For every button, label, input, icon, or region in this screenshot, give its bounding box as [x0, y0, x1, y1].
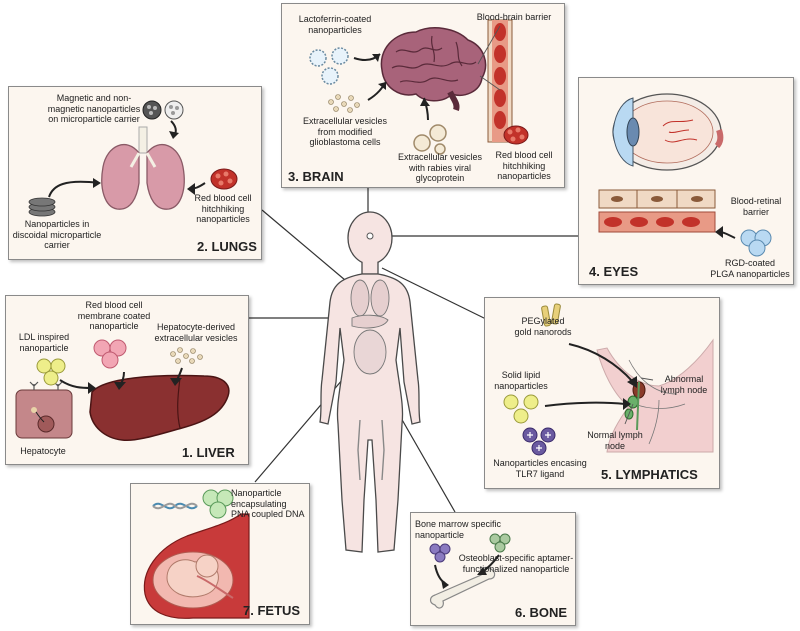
osteoblast-nanoparticle-icon: [489, 533, 511, 553]
pna-dna-nanoparticle-icon: [152, 489, 234, 519]
solid-lipid-nanoparticle-icon: [503, 394, 539, 424]
rgd-plga-nanoparticle-icon: [740, 229, 772, 257]
osteoblast-label: Osteoblast-specific aptamer-functionaliz…: [458, 553, 574, 574]
fetus-title: 7. FETUS: [243, 603, 301, 618]
fetus-illustration: [143, 513, 250, 619]
lymphatics-arrows: [544, 343, 654, 425]
ldl-nanoparticle-icon: [36, 358, 66, 386]
brain-arrows: [353, 25, 501, 121]
lymphatics-title: 5. LYMPHATICS: [601, 467, 698, 482]
lungs-rbc-icon: [210, 168, 238, 190]
rbc-membrane-nanoparticle-icon: [93, 339, 127, 369]
liver-title: 1. LIVER: [182, 445, 235, 460]
gold-nanorods-icon: [541, 303, 561, 327]
bone-arrows: [434, 554, 500, 589]
bone-title: 6. BONE: [515, 605, 568, 620]
bbb-label: Blood-brain barrier: [476, 12, 552, 22]
blood-retinal-barrier-cells: [598, 189, 716, 233]
hepatocyte-ev-dots: [170, 347, 203, 364]
eye-illustration: [612, 93, 724, 171]
hepatocyte-label: Hepatocyte: [20, 446, 66, 456]
eyes-arrow: [715, 226, 736, 239]
human-body-figure: [319, 211, 421, 553]
rabies-ev-icons: [413, 124, 447, 155]
lungs-title: 2. LUNGS: [197, 239, 257, 254]
brain-illustration: [380, 27, 487, 111]
glioblastoma-ev-dots: [328, 94, 360, 113]
microparticle-carrier-icons: [142, 100, 184, 120]
hepatocyte-illustration: [15, 381, 73, 439]
lungs-illustration: [101, 126, 185, 210]
eyes-title: 4. EYES: [589, 264, 639, 279]
lungs-arrows: [48, 120, 206, 198]
liver-illustration: [89, 374, 230, 442]
rbc-hitchhiking-icon: [503, 125, 529, 145]
blood-vessel-barrier: [487, 19, 513, 143]
brain-title: 3. BRAIN: [288, 169, 344, 184]
bone-marrow-nanoparticle-icon: [429, 543, 451, 563]
discoidal-carrier-icon: [28, 197, 56, 217]
bone-illustration: [429, 566, 496, 609]
tlr7-nanoparticle-icon: [522, 427, 556, 456]
lactoferrin-nanoparticle-icons: [309, 47, 349, 85]
liver-arrows: [59, 367, 183, 394]
